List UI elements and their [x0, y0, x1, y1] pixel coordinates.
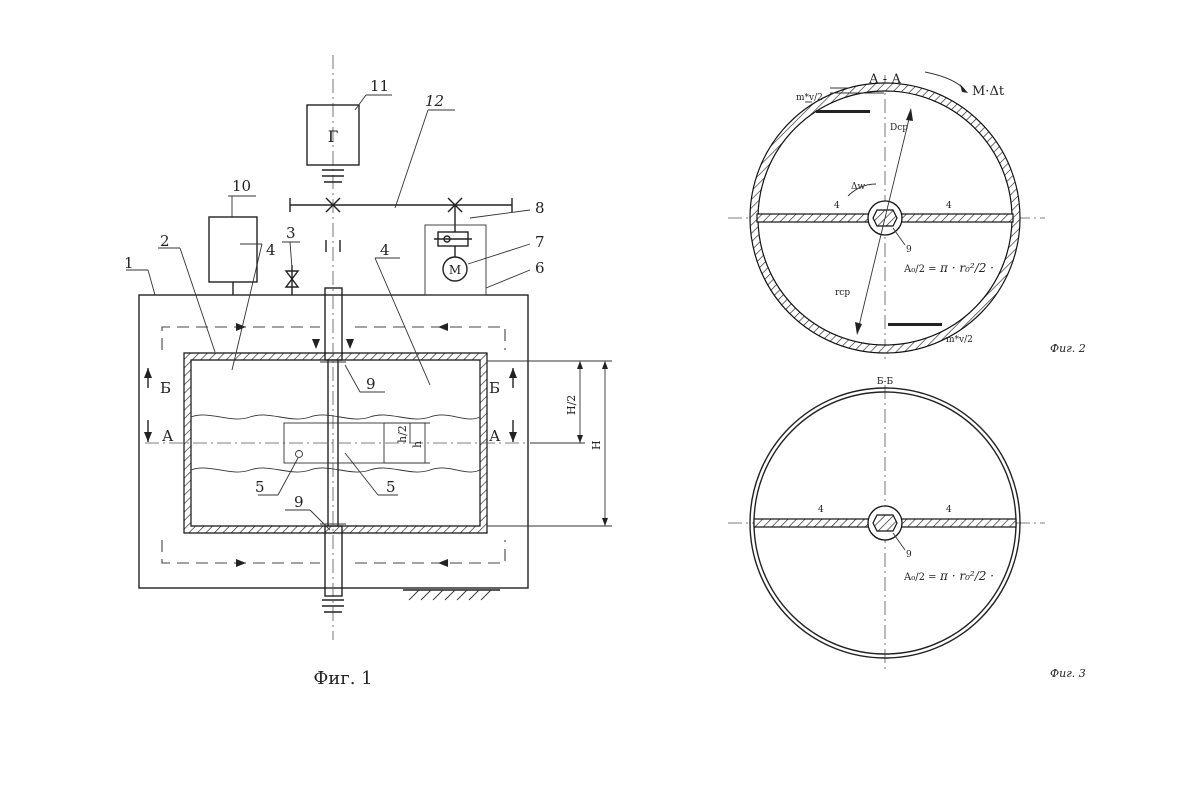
fig2-r-label: rcp: [835, 288, 850, 298]
dim-h: h: [411, 441, 424, 448]
fig2-label-4-left: 4: [834, 201, 840, 211]
fig3-formula-lhs: A₀/2 =: [903, 572, 937, 583]
fig3-label-4-left: 4: [818, 505, 824, 515]
fig3-label-4-right: 4: [946, 505, 952, 515]
fig2-nozzle-top: [816, 110, 870, 113]
fig2-section-title: А - А: [869, 72, 902, 87]
part-3: 3: [286, 224, 296, 242]
generator-label: Г: [328, 127, 339, 146]
section-markers: Б А Б А: [144, 368, 517, 445]
part-4-left: 4: [266, 241, 276, 259]
fig2-formula-rhs: π · r₀²/2 ·: [939, 261, 994, 275]
fig2-d-label: Dcp: [890, 123, 908, 133]
part-5-right: 5: [386, 478, 396, 496]
housing-outline: [138, 294, 529, 589]
figure-1: Г М: [124, 55, 612, 689]
leader-lines: [126, 94, 531, 531]
part-1: 1: [124, 254, 134, 272]
section-left-b: Б: [160, 379, 171, 397]
part-9-top: 9: [366, 375, 376, 393]
fig2-omega: Δw: [851, 182, 865, 192]
section-right-b: Б: [489, 379, 500, 397]
motor-7: [442, 256, 468, 282]
fig3-formula-rhs: π · r₀²/2 ·: [939, 569, 994, 583]
shaft: [320, 55, 346, 640]
liquid-surfaces: [145, 414, 525, 473]
part-4-right: 4: [380, 241, 390, 259]
fig3-section-title: Б-Б: [877, 377, 894, 387]
section-right-a: А: [489, 427, 501, 445]
fig3-hub-core: [872, 514, 898, 532]
fig2-moment: M·Δt: [972, 84, 1005, 99]
section-left-a: А: [162, 427, 174, 445]
dim-h-half: h/2: [396, 425, 409, 443]
fig3-label-9: 9: [906, 550, 912, 560]
dimensions: h/2 h H/2 H: [384, 360, 612, 527]
fig3-caption: Фиг. 3: [1050, 667, 1086, 680]
part-11: 11: [370, 77, 389, 95]
fig2-nozzle-bottom: [888, 323, 942, 326]
ground-support: [403, 589, 500, 601]
fig2-label-4-right: 4: [946, 201, 952, 211]
fig2-momentum-top: m*v/2: [796, 93, 823, 103]
figure-3: Б-Б 4 4 9 A₀/2 = π · r₀²/2 · Фиг. 3: [728, 377, 1086, 680]
part-numbers: 1 2 10 4 3 11 12 8 7 6 4 9 5 5 9: [124, 77, 545, 511]
drive-block-6: М: [424, 224, 487, 296]
fig2-label-9: 9: [906, 245, 912, 255]
fig2-momentum-bottom: m*v/2: [946, 335, 973, 345]
valve-3: [284, 265, 300, 295]
working-gap-5: [283, 422, 385, 464]
part-8: 8: [535, 199, 545, 217]
part-7: 7: [535, 233, 545, 251]
part-5-left: 5: [255, 478, 265, 496]
rotor-vessel: [183, 352, 488, 534]
figure-2: А - А M·Δt m*v/2 m*v/2 Dcp rcp Δw 4 4 9 …: [728, 71, 1086, 362]
part-12: 12: [425, 92, 444, 110]
tank-10: [208, 216, 258, 295]
transmission-12: [289, 109, 513, 232]
dim-H-half: H/2: [565, 395, 578, 415]
fig1-caption: Фиг. 1: [313, 668, 372, 689]
part-9-bottom: 9: [294, 493, 304, 511]
fig2-formula-lhs: A₀/2 =: [903, 264, 937, 275]
part-2: 2: [160, 232, 170, 250]
generator-11: Г: [306, 104, 360, 166]
part-10: 10: [232, 177, 251, 195]
dim-H: H: [590, 440, 603, 450]
part-6: 6: [535, 259, 545, 277]
fig2-caption: Фиг. 2: [1050, 342, 1086, 355]
motor-label: М: [449, 263, 461, 277]
